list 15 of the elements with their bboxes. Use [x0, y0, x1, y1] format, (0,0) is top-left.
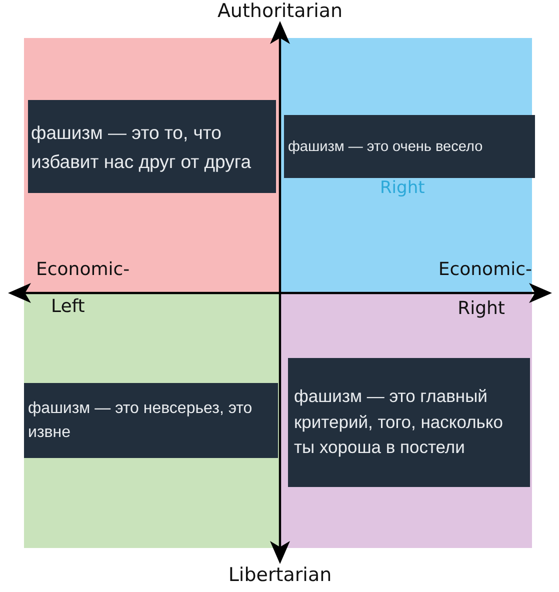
caption-text: фашизм — это главный критерий, того, насколько ты хороша в постели — [294, 385, 504, 460]
caption-text: фашизм — это то, что избавит нас друг от друга — [31, 120, 252, 174]
axis-label: Left — [51, 297, 85, 318]
quadrant-label: Right — [380, 179, 425, 199]
axis-label: Libertarian — [228, 565, 332, 587]
caption-text: фашизм — это очень весело — [288, 138, 483, 156]
caption-panel — [288, 358, 530, 487]
axis-label: Economic- — [438, 260, 532, 281]
caption-panel — [24, 383, 278, 458]
caption-panel — [284, 115, 535, 178]
caption-text: фашизм — это невсерьез, это извне — [28, 398, 254, 442]
axis-label: Authoritarian — [217, 1, 343, 23]
axis-label: Economic- — [36, 260, 130, 281]
axis-label: Right — [458, 299, 505, 320]
caption-panel — [28, 100, 276, 193]
